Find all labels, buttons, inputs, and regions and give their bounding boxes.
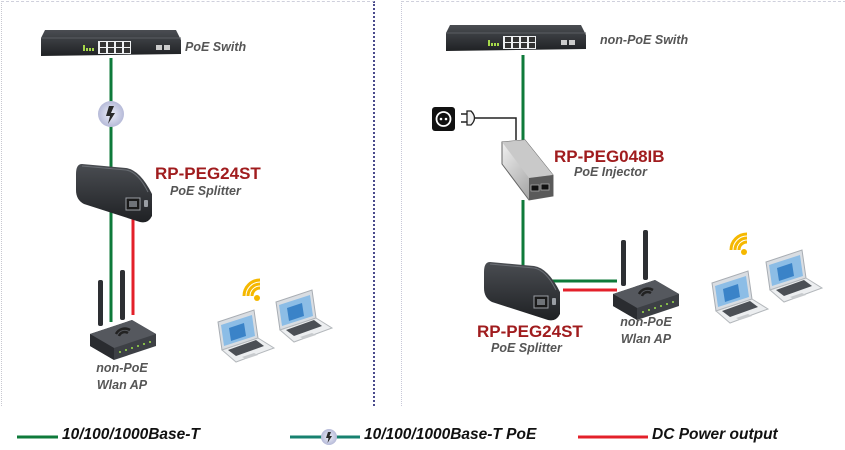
wlan-ap-label: non-PoE Wlan AP — [608, 314, 684, 348]
legend-ethernet-label: 10/100/1000Base-T — [62, 426, 200, 443]
wlan-ap-label-line2: Wlan AP — [96, 378, 148, 392]
laptop-icon — [217, 309, 275, 363]
laptop-icon — [275, 289, 333, 343]
splitter-model-label: RP-PEG24ST — [155, 164, 261, 183]
wlan-ap-label-line2: Wlan AP — [620, 332, 672, 346]
laptop-icon — [765, 249, 823, 303]
non-poe-switch-icon — [445, 24, 587, 52]
poe-splitter-icon — [75, 163, 153, 223]
poe-switch-label: PoE Swith — [185, 40, 247, 54]
laptop-icon — [711, 270, 769, 324]
wlan-ap-icon — [611, 228, 681, 322]
splitter-type-label: PoE Splitter — [170, 184, 241, 198]
injector-model-label: RP-PEG048IB — [554, 147, 665, 166]
wifi-icon — [729, 232, 749, 257]
wlan-ap-label-line1: non-PoE — [620, 315, 672, 329]
wlan-ap-label: non-PoE Wlan AP — [84, 360, 160, 394]
right-topology-panel — [401, 1, 845, 406]
power-outlet-icon — [432, 107, 455, 131]
poe-splitter-icon — [483, 261, 561, 321]
injector-type-label: PoE Injector — [574, 165, 647, 179]
splitter-model-label: RP-PEG24ST — [477, 322, 583, 341]
power-plug-icon — [461, 110, 476, 126]
wlan-ap-label-line1: non-PoE — [96, 361, 148, 375]
non-poe-switch-label: non-PoE Swith — [600, 33, 689, 47]
splitter-type-label: PoE Splitter — [491, 341, 562, 355]
left-topology-panel — [1, 1, 375, 406]
power-cord — [475, 117, 517, 140]
legend-dc-power-label: DC Power output — [652, 426, 778, 443]
poe-lightning-icon — [98, 101, 124, 127]
poe-switch-icon — [40, 29, 182, 57]
poe-injector-icon — [501, 139, 554, 201]
legend-poe-lightning-icon — [321, 429, 337, 445]
wifi-icon — [242, 278, 262, 303]
wlan-ap-icon — [88, 268, 158, 362]
legend-poe-label: 10/100/1000Base-T PoE — [364, 426, 537, 443]
